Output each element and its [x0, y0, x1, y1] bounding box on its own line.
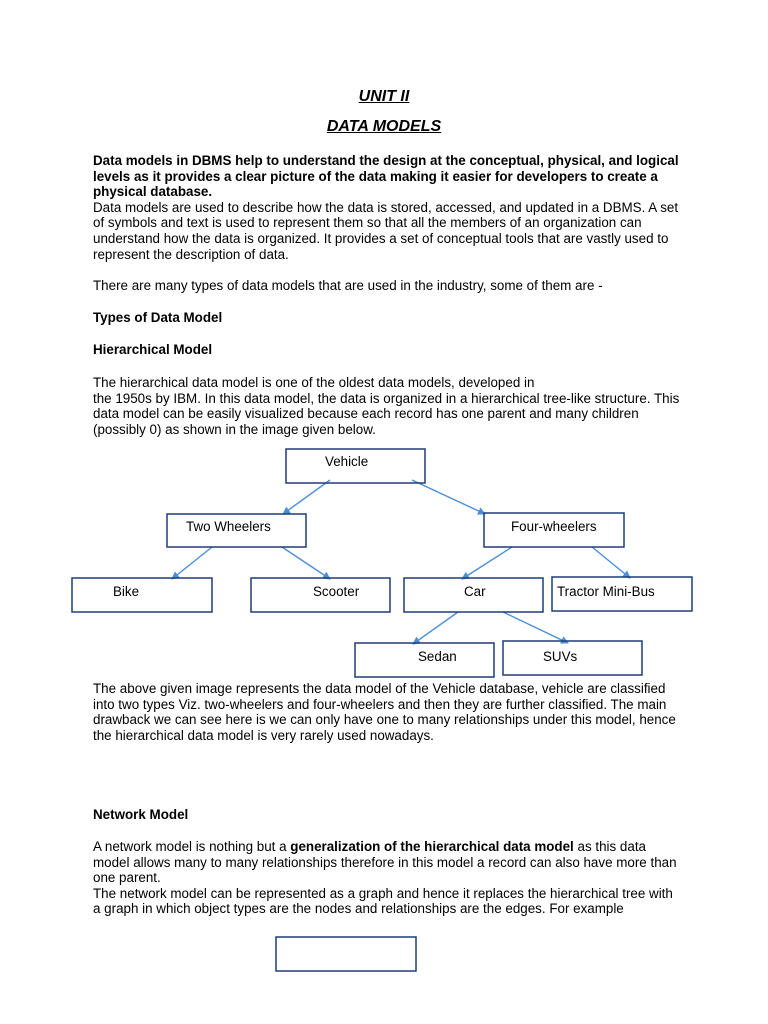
node-four-wheelers: Four-wheelers [483, 512, 625, 548]
node-car: Car [403, 577, 544, 613]
hierarchical-heading: Hierarchical Model [93, 342, 213, 357]
network-p1-after: as this data model allows many to many r… [93, 839, 677, 886]
intro-body-text: Data models are used to describe how the… [93, 199, 679, 262]
unit-title: UNIT II [358, 88, 410, 105]
edge-four-wheelers-car [461, 546, 513, 580]
document-title: DATA MODELS [326, 118, 442, 135]
edge-car-sedan [412, 611, 459, 645]
network-p1-before: A network model is nothing but a [93, 839, 291, 854]
hierarchical-intro-line1: The hierarchical data model is one of th… [93, 375, 535, 390]
network-paragraph: A network model is nothing but a general… [93, 839, 683, 917]
hierarchical-intro-rest: the 1950s by IBM. In this data model, th… [93, 390, 680, 437]
edge-vehicle-two-wheelers [282, 479, 331, 515]
node-vehicle: Vehicle [285, 448, 426, 484]
node-car-label: Car [464, 584, 486, 599]
types-heading: Types of Data Model [93, 310, 223, 325]
node-scooter: Scooter [250, 577, 391, 613]
node-four-wheelers-label: Four-wheelers [511, 519, 597, 534]
intro-paragraph: Data models in DBMS help to understand t… [93, 153, 683, 262]
intro-bold-text: Data models in DBMS help to understand t… [93, 153, 679, 200]
node-bike: Bike [71, 577, 213, 613]
node-bike-label: Bike [113, 584, 139, 599]
network-p2: The network model can be represented as … [93, 885, 673, 917]
edge-vehicle-four-wheelers [411, 479, 486, 515]
node-scooter-label: Scooter [313, 584, 360, 599]
edge-four-wheelers-tractor [591, 546, 631, 579]
edge-car-suvs [502, 611, 569, 644]
node-sedan-label: Sedan [418, 649, 457, 664]
hierarchical-description: The above given image represents the dat… [93, 681, 676, 743]
node-tractor-mini-bus-label: Tractor Mini-Bus [557, 584, 655, 599]
node-two-wheelers-label: Two Wheelers [186, 519, 271, 534]
node-vehicle-label: Vehicle [325, 454, 368, 469]
node-suvs: SUVs [502, 640, 643, 676]
types-intro-text: There are many types of data models that… [93, 278, 603, 293]
node-two-wheelers: Two Wheelers [166, 513, 307, 548]
network-heading: Network Model [93, 807, 189, 822]
hierarchical-intro-paragraph: The hierarchical data model is one of th… [93, 375, 683, 437]
edge-two-wheelers-scooter [281, 546, 331, 580]
network-p1-bold: generalization of the hierarchical data … [290, 839, 574, 854]
node-sedan: Sedan [354, 642, 495, 678]
edge-two-wheelers-bike [171, 546, 213, 580]
network-diagram-node [275, 936, 417, 972]
node-tractor-mini-bus: Tractor Mini-Bus [551, 576, 693, 612]
node-suvs-label: SUVs [543, 649, 578, 664]
